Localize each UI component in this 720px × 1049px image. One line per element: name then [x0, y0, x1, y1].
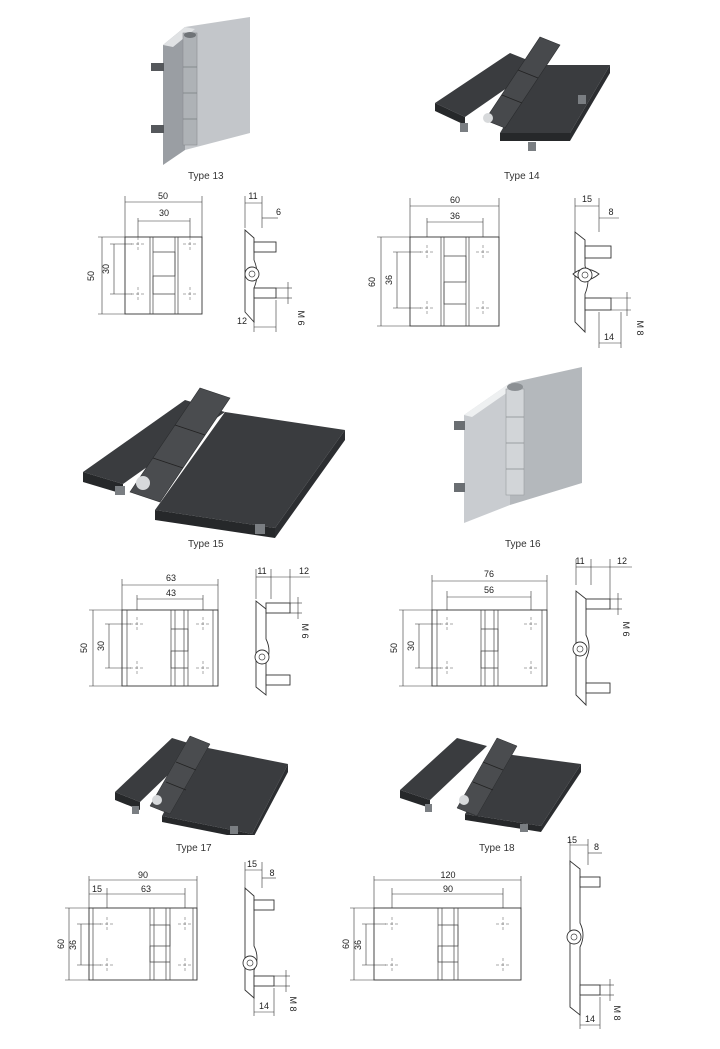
dim-vpitch: 30 [101, 264, 111, 274]
dim-side-b: 12 [617, 556, 627, 566]
dim-pitch: 56 [484, 585, 494, 595]
drawing-front-type-17: 90 15 63 60 36 [55, 870, 215, 990]
dim-vpitch: 36 [68, 940, 78, 950]
dim-side-a: 11 [248, 191, 257, 201]
dim-side-a: 15 [582, 194, 592, 204]
dim-side-bottom: 12 [237, 316, 247, 326]
drawing-front-type-14: 60 36 60 36 [365, 190, 525, 340]
dim-width: 50 [158, 191, 168, 201]
dim-side-bottom: 14 [585, 1014, 595, 1024]
type-label: Type 15 [188, 539, 224, 550]
dim-height: 50 [79, 643, 89, 653]
dim-thread: M 6 [300, 623, 310, 638]
dim-vpitch: 30 [406, 641, 416, 651]
drawing-side-type-15: 11 12 M 6 [240, 565, 330, 705]
drawing-side-type-13: 11 6 M 6 12 [228, 190, 308, 340]
dim-thread: M 6 [621, 621, 631, 636]
dim-height: 60 [56, 939, 66, 949]
hinge-photo-type-17 [110, 730, 295, 835]
dim-width: 63 [166, 573, 176, 583]
dim-side-b: 12 [299, 566, 309, 576]
dim-pitch: 36 [450, 211, 460, 221]
type-label: Type 13 [188, 171, 224, 182]
type-label: Type 14 [504, 171, 540, 182]
dim-thread: M 6 [296, 310, 306, 325]
dim-side-a: 15 [567, 835, 577, 845]
dim-thread: M 8 [612, 1005, 622, 1020]
dim-side-b: 8 [608, 207, 613, 217]
dim-height: 50 [389, 643, 399, 653]
drawing-side-type-14: 15 8 M 8 14 [555, 190, 655, 350]
dim-pitch: 30 [159, 208, 169, 218]
type-label: Type 17 [176, 843, 212, 854]
dim-side-a: 11 [575, 556, 584, 566]
dim-side-b: 8 [269, 868, 274, 878]
dim-width: 60 [450, 195, 460, 205]
dim-side-a: 11 [257, 566, 266, 576]
type-label: Type 18 [479, 843, 515, 854]
dim-thread: M 8 [288, 996, 298, 1011]
dim-pitch: 43 [166, 588, 176, 598]
dim-pitch: 90 [443, 884, 453, 894]
dim-height: 60 [341, 939, 351, 949]
dim-vpitch: 36 [353, 940, 363, 950]
dim-width: 120 [440, 870, 455, 880]
dim-height: 50 [86, 271, 96, 281]
dim-side-bottom: 14 [604, 332, 614, 342]
drawing-side-type-16: 11 12 M 6 [560, 555, 650, 715]
hinge-photo-type-18 [395, 730, 585, 835]
drawing-side-type-17: 15 8 M 8 14 [228, 858, 308, 1018]
dim-offset: 15 [92, 884, 102, 894]
dim-width: 76 [484, 569, 494, 579]
hinge-photo-type-14 [430, 25, 620, 160]
type-label: Type 16 [505, 539, 541, 550]
dim-pitch: 63 [141, 884, 151, 894]
dim-vpitch: 30 [96, 641, 106, 651]
drawing-side-type-18: 15 8 M 8 14 [550, 835, 640, 1035]
dim-height: 60 [367, 277, 377, 287]
dim-side-b: 8 [594, 842, 599, 852]
drawing-front-type-15: 63 43 50 30 [75, 565, 235, 695]
dim-side-b: 6 [276, 207, 281, 217]
dim-vpitch: 36 [384, 275, 394, 285]
hinge-photo-type-13 [145, 15, 255, 165]
hinge-photo-type-15 [75, 380, 350, 540]
hinge-photo-type-16 [452, 365, 592, 525]
drawing-front-type-18: 120 90 60 36 [340, 870, 540, 990]
dim-thread: M 8 [635, 320, 645, 335]
drawing-front-type-16: 76 56 50 30 [385, 565, 565, 695]
drawing-front-type-13: 50 30 50 30 [80, 190, 220, 330]
dim-width: 90 [138, 870, 148, 880]
dim-side-a: 15 [247, 859, 257, 869]
dim-side-bottom: 14 [259, 1001, 269, 1011]
